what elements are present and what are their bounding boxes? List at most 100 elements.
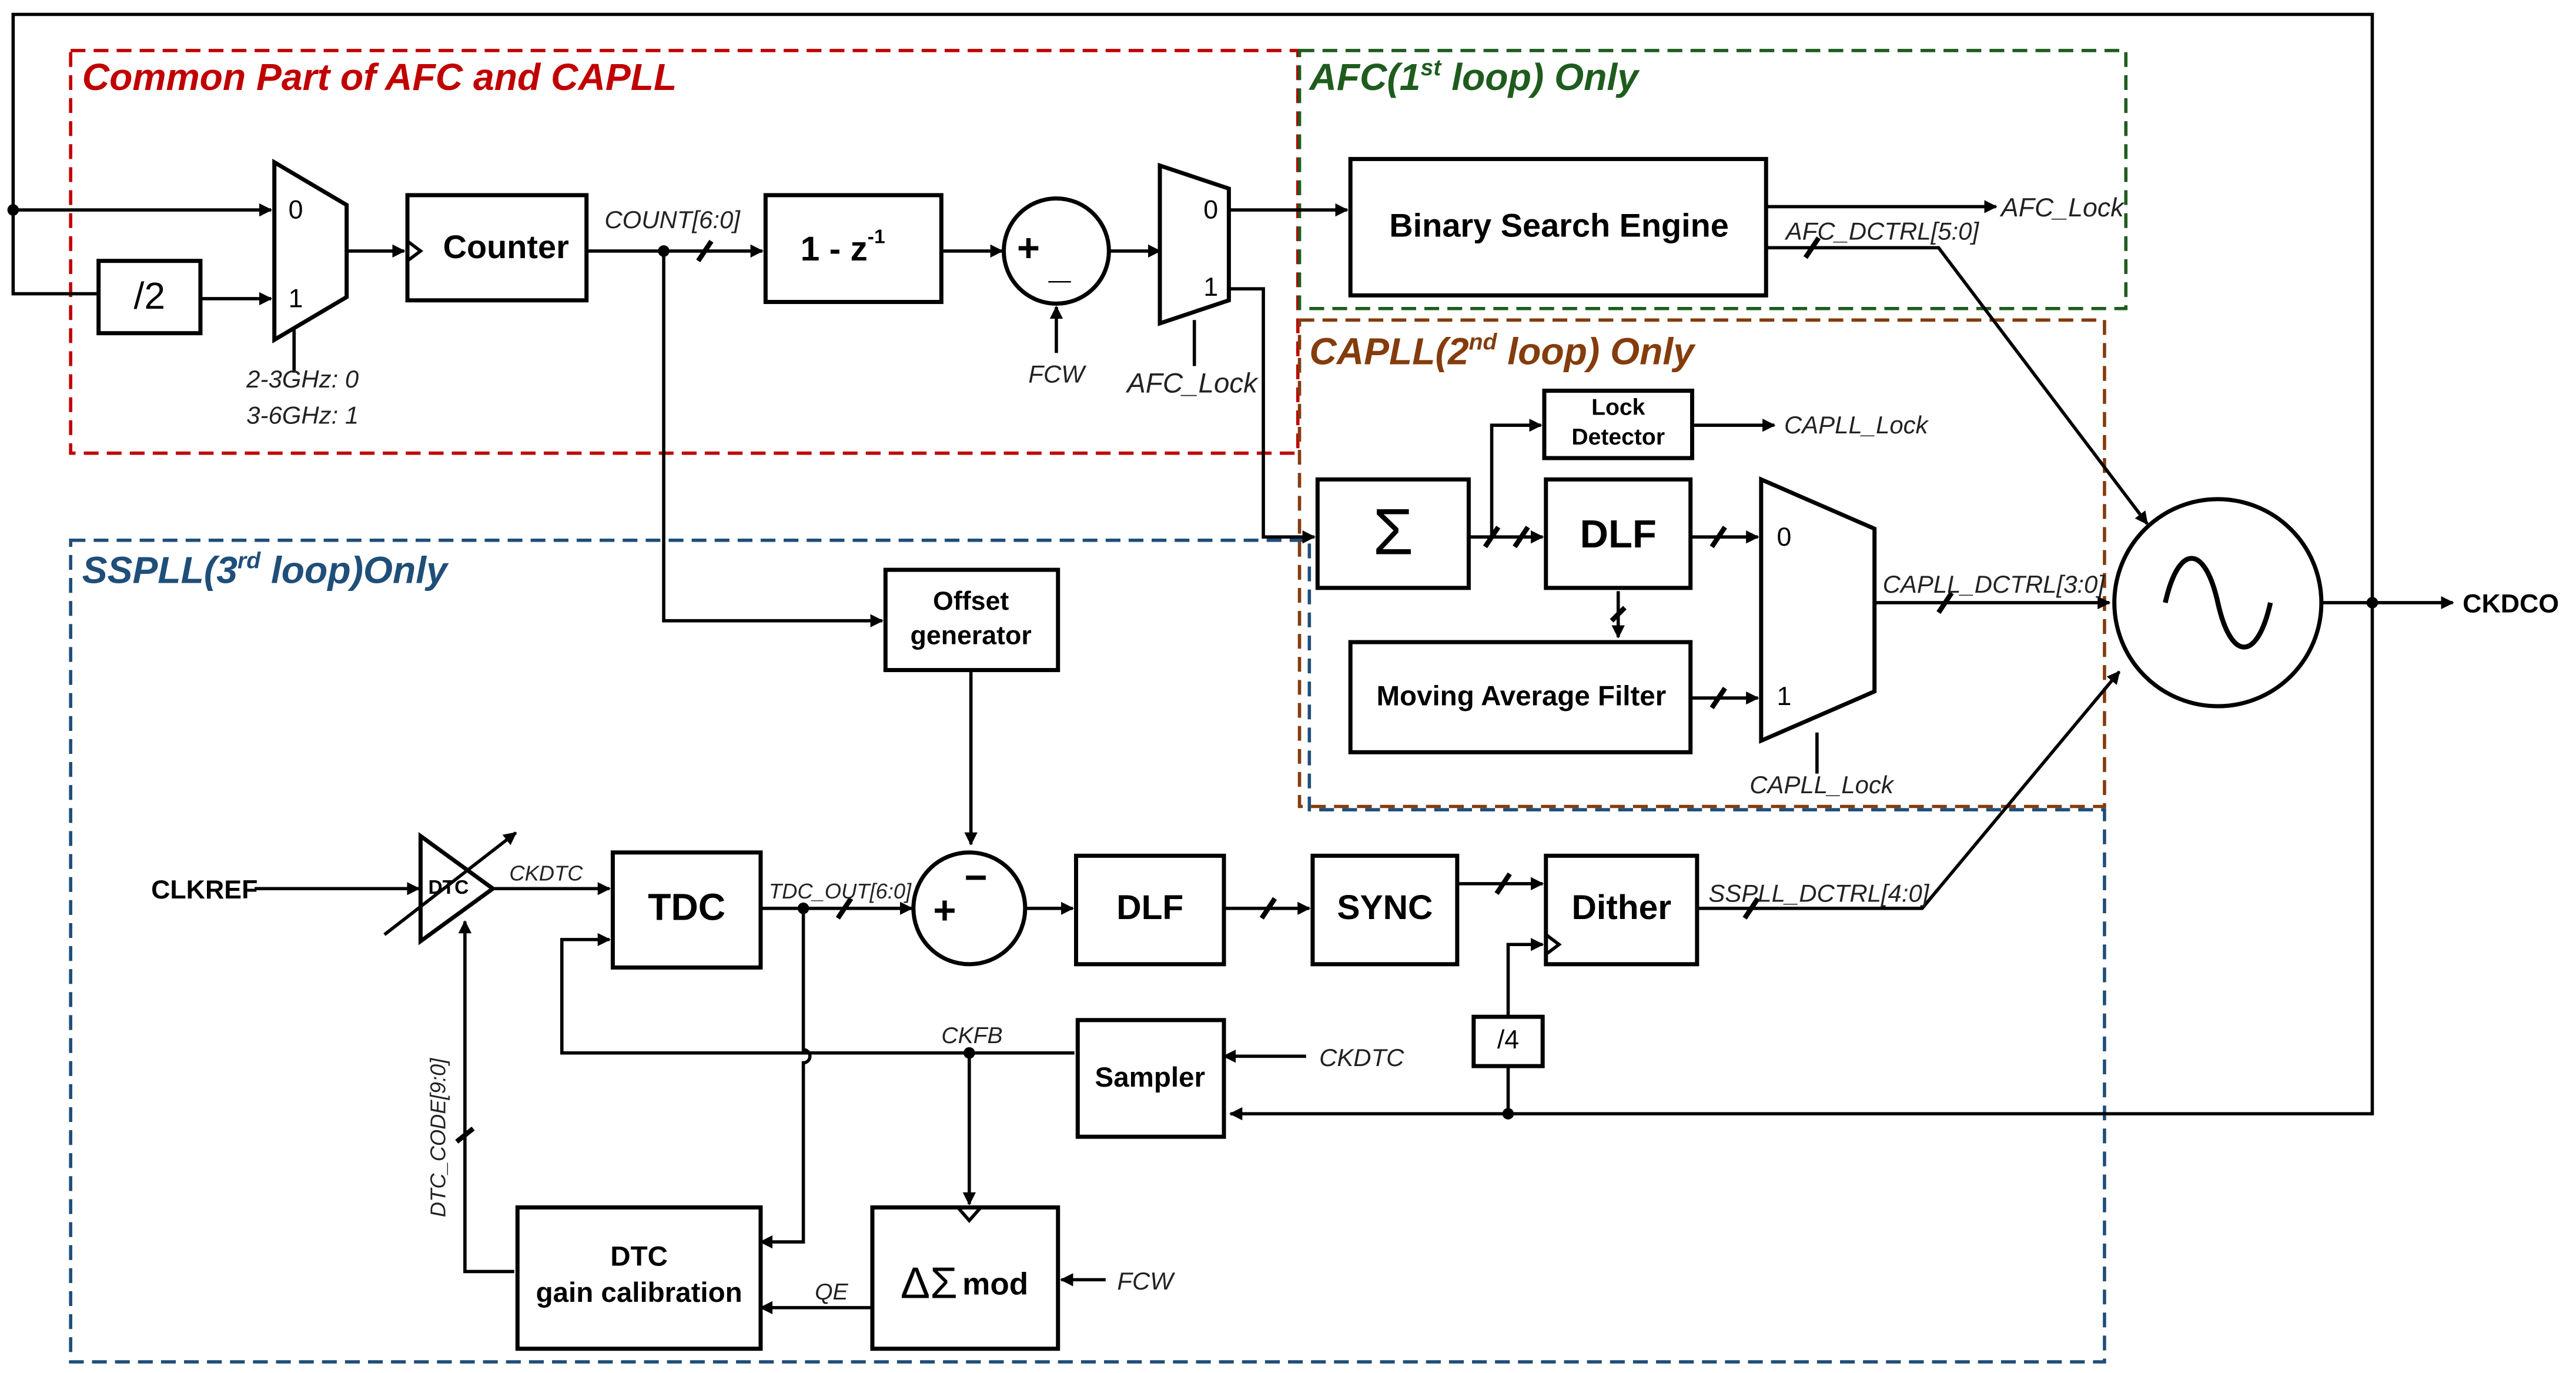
mux-afc-capll-in0: 0 [1203,196,1218,225]
region-sspll-box [69,538,2106,1364]
capll-dlf-block [1544,477,1693,590]
sync-block [1310,853,1460,967]
wire-tdc-to-dtccal [759,908,812,1249]
accumulator-block [1315,477,1471,590]
bus-slash [1936,591,1954,614]
wire-afc-dctrl-to-dco [1766,246,2149,525]
dtc-label: DTC [428,877,469,898]
dsm-clock-icon [956,1206,982,1224]
bus-slash [696,239,714,263]
ckdtc-label: CKDTC [509,861,583,885]
fcw-dsm-label: FCW [1117,1267,1175,1295]
bus-slash [1513,526,1530,549]
junction-dot [2366,597,2378,609]
moving-average-filter-label: Moving Average Filter [1376,681,1666,712]
dtc-code-label: DTC_CODE[9:0] [426,1058,450,1217]
ckdtc-sampler-label: CKDTC [1319,1044,1404,1071]
bus-slash [1494,872,1512,895]
junction-dot [797,902,809,914]
ckfb-label: CKFB [941,1023,1002,1048]
bus-slash [1483,526,1501,549]
dtc-gain-calibration-block [515,1205,763,1351]
dtc-gain-calibration-label-1: DTC [610,1241,668,1272]
capll-lock-select-label: CAPLL_Lock [1749,771,1895,799]
mux-capll-output-in1: 1 [1777,682,1792,711]
divider-2-block [96,259,203,336]
lock-detector-label-1: Lock [1591,395,1645,420]
bus-slash [1709,526,1727,549]
bus-slash [1610,606,1627,623]
region-afc-title: AFC(1st loop) Only [1308,55,1640,98]
sync-label: SYNC [1337,888,1433,927]
divider-2-label: /2 [134,275,166,317]
afc-lock-select-label: AFC_Lock [1125,368,1259,399]
junction-dot [964,1047,975,1059]
fcw-label: FCW [1028,360,1086,387]
dtc-tune-arrow [383,831,517,936]
accumulator-sigma: Σ [1373,495,1413,569]
divider-4-label: /4 [1497,1025,1519,1054]
subtractor-circle [911,850,1028,967]
delta-sigma-modulator-block [870,1205,1060,1351]
mux-band-select-in1: 1 [289,285,303,313]
region-common-title: Common Part of AFC and CAPLL [82,56,677,98]
sspll-dctrl-label: SSPLL_DCTRL[4:0] [1708,880,1929,907]
afc-lock-output-label: AFC_Lock [1999,193,2125,222]
bus-slash [835,897,854,920]
wire-mux2-to-sigma [1229,287,1316,544]
lock-detector-block [1542,388,1694,460]
mux-afc-capll-in1: 1 [1203,273,1218,302]
capll-lock-output-label: CAPLL_Lock [1784,411,1929,439]
junction-dot [658,245,670,257]
tdc-block [610,850,763,970]
adder-circle [1002,196,1111,306]
counter-label: Counter [443,228,569,265]
counter-block [405,193,589,303]
offset-generator-label-1: Offset [933,587,1009,616]
bus-slash [1259,897,1277,920]
binary-search-engine-block [1348,156,1768,298]
dither-clock-icon [1545,933,1562,956]
region-capll-title: CAPLL(2nd loop) Only [1309,330,1696,373]
junction-dot [7,204,19,216]
sspll-dlf-block [1073,853,1226,967]
subtractor-minus: − [964,856,987,900]
region-sspll-title: SSPLL(3rd loop)Only [82,548,449,591]
wire-ckfb [560,933,1075,1055]
dtc-gain-calibration-label-2: gain calibration [536,1277,742,1308]
sspll-dlf-label: DLF [1116,888,1183,927]
sampler-label: Sampler [1095,1062,1205,1093]
counter-clock-icon [406,239,424,262]
differentiator-block [763,193,944,305]
binary-search-engine-label: Binary Search Engine [1389,207,1729,244]
wire-count-to-offset [662,250,884,627]
region-afc-box [1297,49,2128,310]
mux-afc-capll [1157,162,1231,326]
count-signal-label: COUNT[6:0] [604,206,741,233]
wire-dco-feedback-to-sampler [1229,602,2374,1121]
wire-dither-to-dco [1697,670,2121,910]
subtractor-plus: + [933,888,956,933]
wire-sigma-to-lock [1490,418,1543,537]
sine-wave-icon [2163,556,2273,650]
wire-dtc-code [458,920,514,1274]
sampler-block [1075,1018,1226,1139]
offset-generator-label-2: generator [911,621,1032,650]
dither-label: Dither [1572,888,1672,927]
bus-slash [1709,686,1727,710]
mux-capll-output [1759,476,1877,744]
wire-top-feedback [11,12,2374,603]
mux-band-select-in0: 0 [289,196,303,225]
afc-dctrl-label: AFC_DCTRL[5:0] [1784,217,1980,245]
capll-dlf-label: DLF [1580,512,1657,556]
mux-capll-output-in0: 0 [1777,523,1792,552]
lock-detector-label-2: Detector [1571,425,1665,450]
junction-dot [1502,1108,1514,1120]
band-select-label-2: 3-6GHz: 1 [246,401,359,429]
band-select-label-1: 2-3GHz: 0 [246,365,359,393]
wire-div4-to-dither [1506,944,1543,1114]
dtc-block [418,831,497,946]
region-capll-box [1297,318,2106,809]
moving-average-filter-block [1348,640,1693,754]
